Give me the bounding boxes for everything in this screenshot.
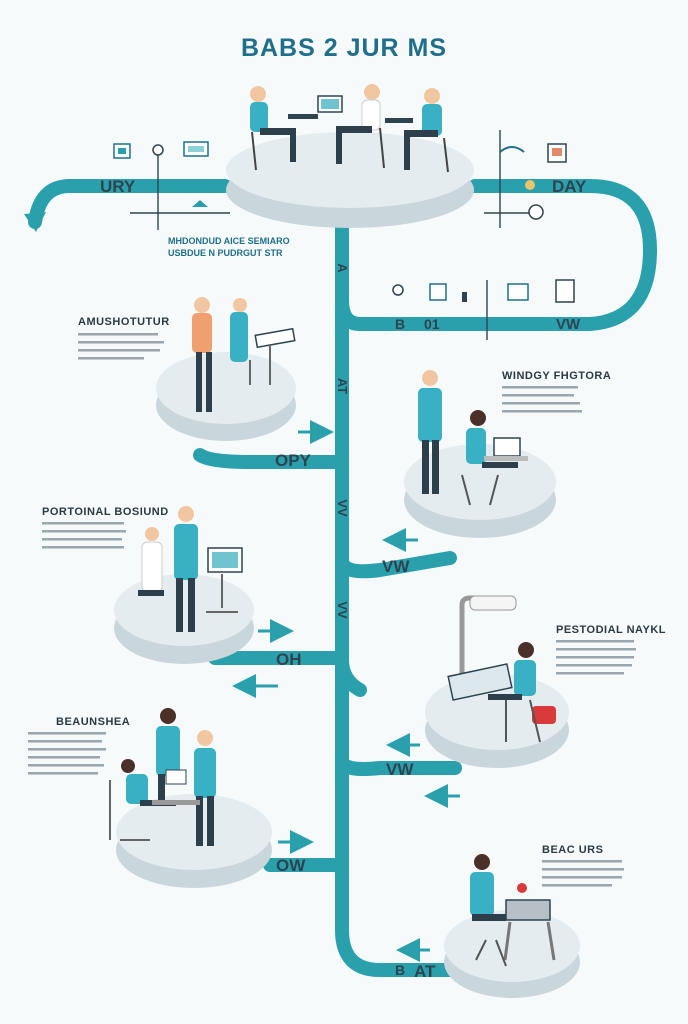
station-2-figures xyxy=(418,370,528,506)
path-mark-at: AT xyxy=(335,378,350,394)
station-6-heading: BEAC URS xyxy=(542,844,604,856)
path-label-vw-mid: VW xyxy=(382,557,410,576)
platform-3 xyxy=(114,574,254,664)
page-title: BABS 2 JUR MS xyxy=(240,34,448,62)
path-label-01: 01 xyxy=(424,316,440,332)
path-label-opy: OPY xyxy=(275,451,311,470)
path-label-vw-low: VW xyxy=(386,760,414,779)
platform-6 xyxy=(444,910,580,998)
station-4-figures xyxy=(447,595,556,743)
path-label-b: B xyxy=(395,316,406,332)
path-label-oh: OH xyxy=(276,650,302,669)
platform-5 xyxy=(116,794,272,888)
station-5-heading: BEAUNSHEA xyxy=(56,716,131,728)
monitor-icons-left xyxy=(113,141,209,207)
path-mark-vv2: VV xyxy=(335,601,350,619)
direction-arrows xyxy=(232,420,460,962)
path-text-marks: A AT VV VV xyxy=(335,263,350,619)
top-team-figures xyxy=(250,84,449,173)
path-label-at-prefix: B xyxy=(395,962,406,978)
station-1-figures xyxy=(192,297,296,412)
platform-top xyxy=(226,132,474,228)
path-mark-a: A xyxy=(335,263,350,273)
subtitle-line-2: USBDUE N PUDRGUT STR xyxy=(168,248,283,258)
path-label-vw-top: VW xyxy=(556,316,581,333)
path-label-at: AT xyxy=(414,962,436,981)
description-lines xyxy=(28,333,636,887)
subtitle-line-1: MHDONDUD AICE SEMIARO xyxy=(168,236,290,246)
path-label-day: DAY xyxy=(552,177,587,196)
platform-1 xyxy=(156,352,296,441)
station-4-heading: PESTODIAL NAYKL xyxy=(556,624,666,636)
path-mark-vv: VV xyxy=(335,499,350,517)
monitor-icons-right xyxy=(392,143,575,303)
station-3-heading: PORTOINAL BOSIUND xyxy=(42,506,169,518)
start-arrow-icon xyxy=(24,212,46,232)
path-label-ury: URY xyxy=(100,177,136,196)
station-6-figures xyxy=(470,854,556,967)
station-3-figures xyxy=(138,506,243,632)
station-5-figures xyxy=(109,708,216,846)
station-1-heading: AMUSHOTUTUR xyxy=(78,316,170,328)
path-label-ow: OW xyxy=(276,856,306,875)
station-2-heading: WINDGY FHGTORA xyxy=(502,370,612,382)
